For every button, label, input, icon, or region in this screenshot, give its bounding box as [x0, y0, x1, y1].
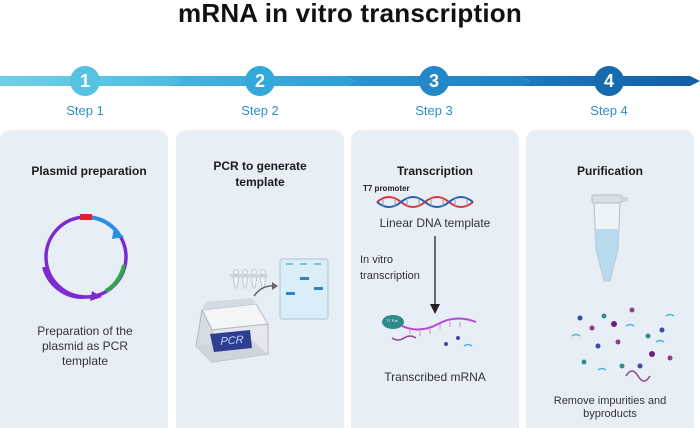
panel-4-caption-line-1: Remove impurities and — [553, 395, 667, 407]
step-1-label: Step 1 — [66, 103, 104, 118]
panel-1-caption-line-3: template — [61, 354, 109, 368]
panel-4-title: Purification — [576, 164, 643, 178]
page-title: mRNA in vitro transcription — [178, 0, 522, 28]
step-2-label: Step 2 — [241, 103, 279, 118]
gel-icon — [279, 258, 329, 320]
dna-helix-icon — [376, 196, 474, 208]
ivt-arrow-label: In vitro transcription — [360, 252, 420, 284]
panel-2-title: PCR to generate template — [176, 158, 344, 190]
step-4-badge: 4 — [594, 66, 624, 96]
tube-icon — [591, 194, 628, 282]
panel-1-title: Plasmid preparation — [31, 164, 147, 178]
step-1-badge: 1 — [70, 66, 100, 96]
gel-arrow-icon — [253, 282, 278, 297]
plasmid-icon — [42, 214, 128, 301]
gel-band-2 — [286, 292, 295, 295]
dna-template-label: Linear DNA template — [379, 216, 491, 230]
panel-2-title-line-2: template — [235, 175, 285, 189]
panel-1-caption: Preparation of the plasmid as PCR templa… — [0, 324, 170, 369]
ivt-arrow-label-line-2: transcription — [360, 270, 420, 282]
panel-1-caption-line-1: Preparation of the — [37, 324, 133, 338]
panel-3-caption: Transcribed mRNA — [384, 370, 486, 384]
step-2-badge: 2 — [245, 66, 275, 96]
panel-2-title-line-1: PCR to generate — [213, 159, 307, 173]
panel-3-title: Transcription — [396, 164, 473, 178]
gel-band-1 — [300, 277, 309, 280]
t7-polymerase-label: T7 Pol — [386, 318, 398, 323]
step-4-label: Step 4 — [590, 103, 628, 118]
t7-promoter-label: T7 promoter — [363, 184, 410, 193]
down-arrow-icon — [430, 236, 440, 314]
panel-4-caption-line-2: byproducts — [583, 408, 637, 420]
pcr-machine-icon — [195, 298, 269, 364]
panel-step-1 — [0, 130, 168, 428]
panel-4-caption: Remove impurities and byproducts — [526, 395, 694, 421]
gel-band-3 — [314, 287, 323, 290]
ivt-arrow-label-line-1: In vitro — [360, 254, 394, 266]
t7-polymerase-icon — [382, 315, 477, 347]
step-3-badge: 3 — [419, 66, 449, 96]
panel-1-caption-line-2: plasmid as PCR — [41, 339, 129, 353]
step-3-label: Step 3 — [415, 103, 453, 118]
impurities-icon — [571, 307, 675, 382]
